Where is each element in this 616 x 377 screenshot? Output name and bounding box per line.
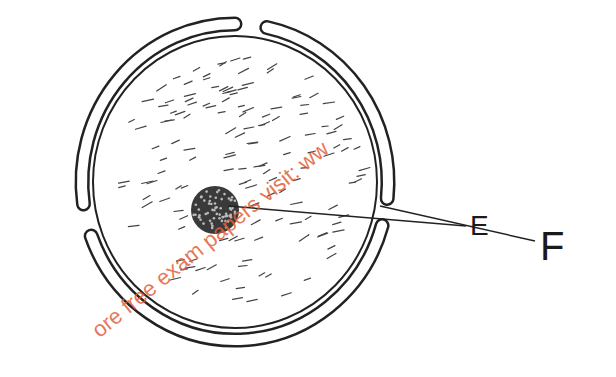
cytoplasm-texture — [119, 57, 370, 301]
watermark: ore free exam papers visit: ww — [88, 137, 333, 341]
part-label: E — [470, 212, 489, 240]
part-label: F — [540, 226, 564, 266]
leader-line — [380, 206, 535, 241]
